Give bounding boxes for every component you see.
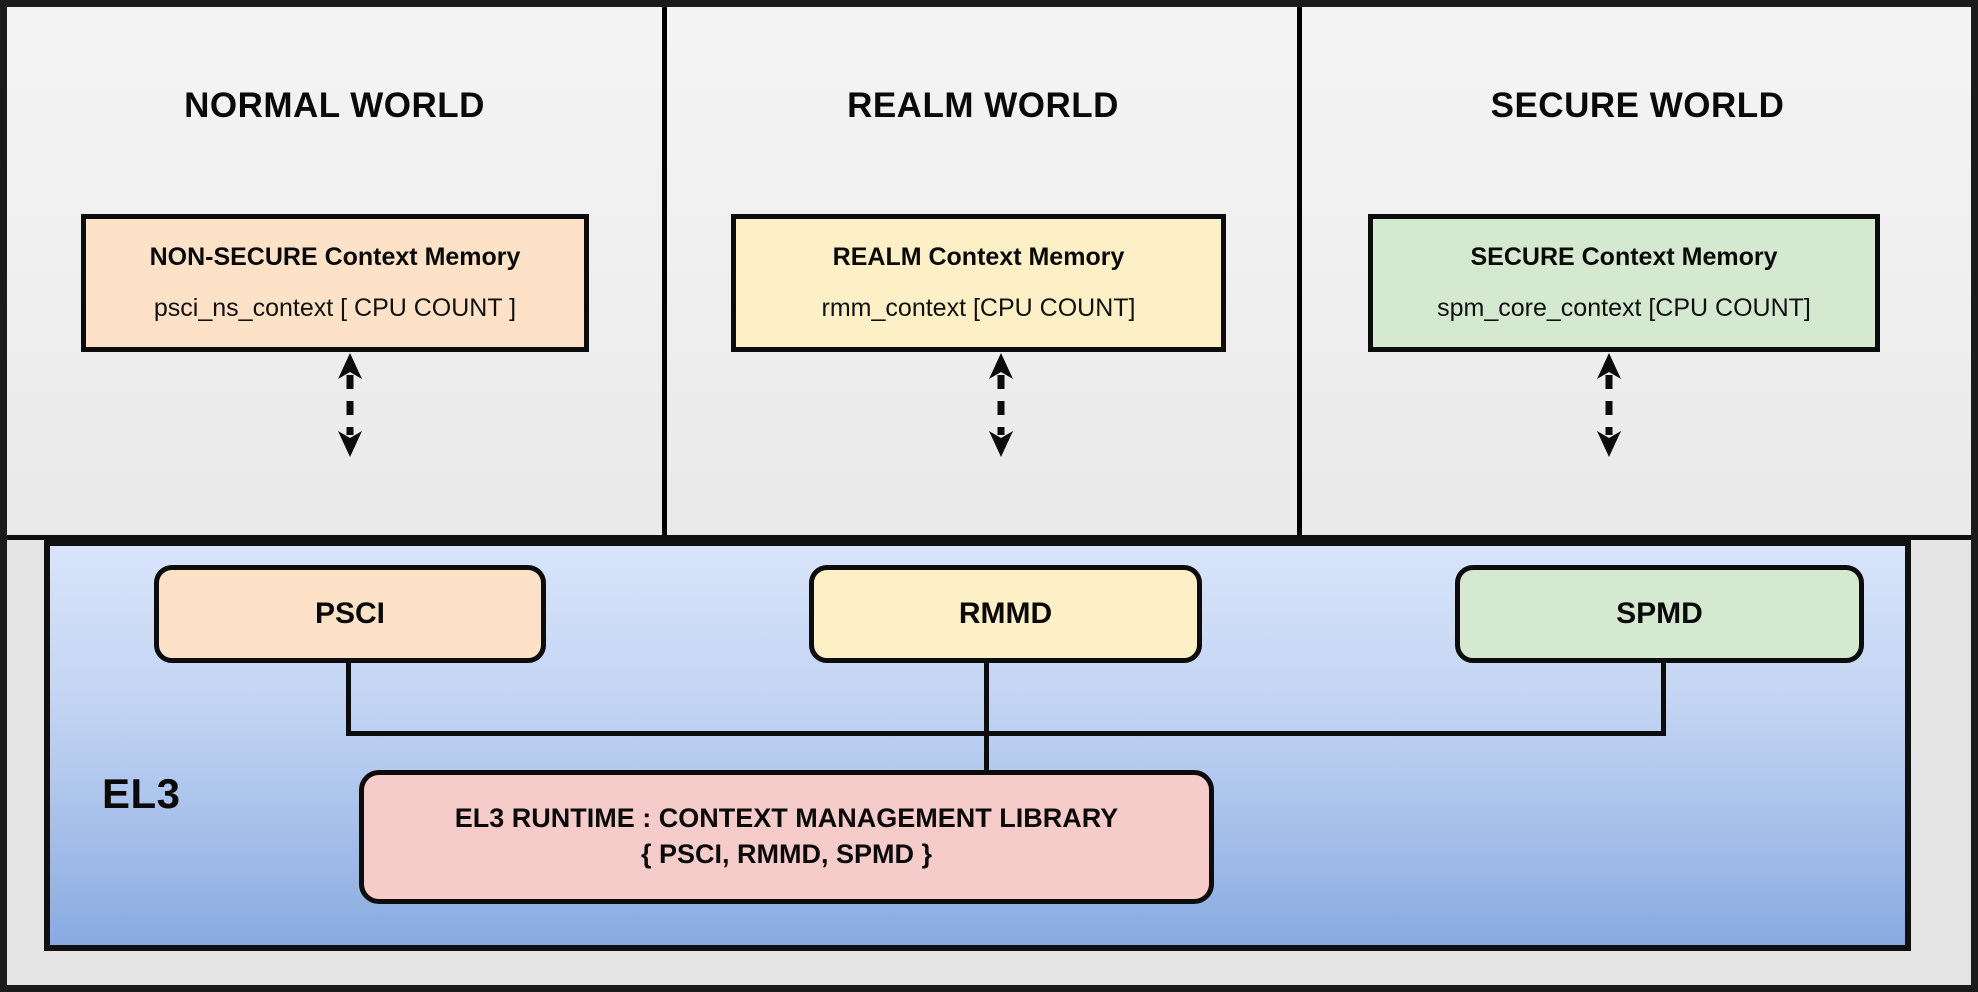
connector-bus-horizontal	[346, 731, 1666, 736]
dispatcher-box-psci[interactable]: PSCI	[154, 565, 546, 663]
context-memory-title-non-secure: NON-SECURE Context Memory	[149, 243, 521, 271]
connector-stub-spmd	[1661, 663, 1666, 735]
connector-stub-runtime	[984, 731, 989, 772]
bidirectional-dashed-arrow-non-secure	[338, 353, 362, 457]
worlds-band-bottom-rule	[7, 535, 1971, 540]
world-column-realm: REALM WORLD REALM Context Memory rmm_con…	[666, 7, 1300, 540]
connector-stub-rmmd	[984, 663, 989, 735]
dispatcher-box-spmd[interactable]: SPMD	[1455, 565, 1864, 663]
world-title-realm: REALM WORLD	[847, 86, 1119, 125]
el3-runtime-library-box[interactable]: EL3 RUNTIME : CONTEXT MANAGEMENT LIBRARY…	[359, 770, 1214, 904]
context-memory-box-non-secure: NON-SECURE Context Memory psci_ns_contex…	[81, 214, 589, 352]
context-memory-detail-non-secure: psci_ns_context [ CPU COUNT ]	[153, 294, 517, 322]
runtime-library-line-2: { PSCI, RMMD, SPMD }	[640, 839, 933, 869]
bidirectional-dashed-arrow-secure	[1597, 353, 1621, 457]
context-memory-box-secure: SECURE Context Memory spm_core_context […	[1368, 214, 1880, 352]
context-memory-title-realm: REALM Context Memory	[832, 243, 1125, 271]
context-memory-detail-realm: rmm_context [CPU COUNT]	[821, 294, 1136, 322]
world-divider-normal-realm	[662, 7, 667, 540]
bidirectional-dashed-arrow-realm	[989, 353, 1013, 457]
context-memory-box-realm: REALM Context Memory rmm_context [CPU CO…	[731, 214, 1226, 352]
context-memory-detail-secure: spm_core_context [CPU COUNT]	[1437, 294, 1811, 322]
el3-label: EL3	[102, 770, 181, 817]
connector-stub-psci	[346, 663, 351, 735]
world-title-secure: SECURE WORLD	[1490, 86, 1785, 125]
el3-container: EL3 PSCI RMMD SPMD EL3 RUNTIME : CONTEXT…	[44, 540, 1911, 951]
world-divider-realm-secure	[1297, 7, 1302, 540]
world-column-secure: SECURE WORLD SECURE Context Memory spm_c…	[1304, 7, 1971, 540]
dispatcher-box-rmmd[interactable]: RMMD	[809, 565, 1202, 663]
world-title-normal: NORMAL WORLD	[184, 86, 485, 125]
worlds-band: NORMAL WORLD NON-SECURE Context Memory p…	[7, 7, 1971, 540]
world-column-normal: NORMAL WORLD NON-SECURE Context Memory p…	[7, 7, 662, 540]
runtime-library-line-1: EL3 RUNTIME : CONTEXT MANAGEMENT LIBRARY	[454, 803, 1119, 834]
context-memory-title-secure: SECURE Context Memory	[1470, 243, 1778, 271]
